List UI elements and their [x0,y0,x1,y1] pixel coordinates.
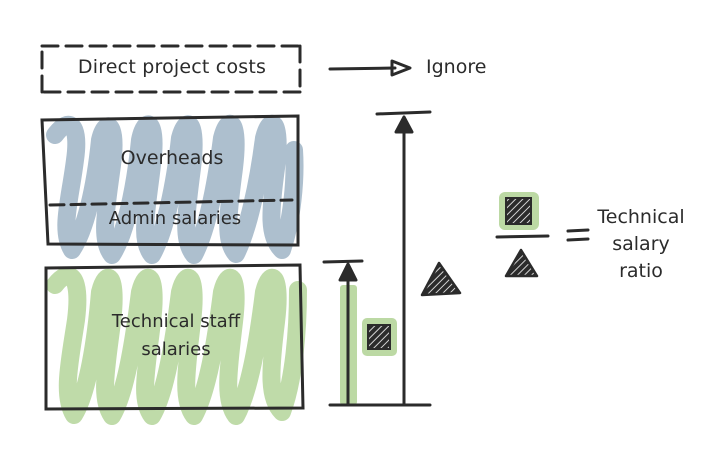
technical-bar [322,259,364,406]
technical-scribble [46,267,307,425]
technical-salaries-label: Technical staff salaries [111,311,241,360]
overheads-label: Overheads [120,147,224,169]
equals-sign [566,228,590,242]
direct-costs-box [40,44,302,94]
admin-salaries-label: Admin salaries [108,208,242,229]
technical-salary-ratio-label: Technical salary ratio [597,206,685,282]
hatched-triangle-icon [420,261,462,297]
hatched-square-icon [367,324,391,350]
overheads-scribble [46,114,304,264]
technical-box [44,263,305,411]
direct-costs-label: Direct project costs [77,56,267,78]
ratio-fraction [495,197,550,278]
total-bar [375,110,432,406]
ignore-label: Ignore [426,56,487,78]
ignore-arrow [328,59,412,77]
overheads-box [40,114,300,247]
